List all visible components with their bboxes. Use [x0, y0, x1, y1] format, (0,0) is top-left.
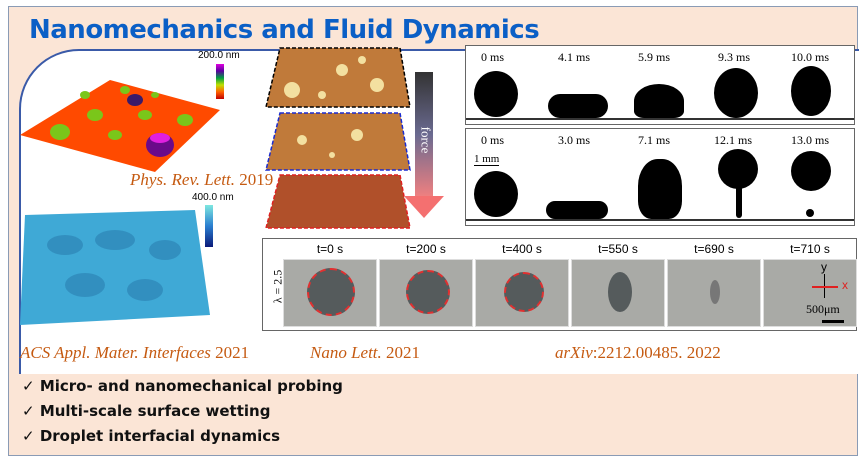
droplet — [638, 159, 682, 219]
scale-label: 500μm — [806, 302, 840, 316]
droplet-neck — [736, 184, 742, 218]
bullet-item: ✓ Multi-scale surface wetting — [22, 402, 271, 420]
droplet — [710, 280, 720, 304]
afm-orange-surface — [20, 80, 220, 172]
colorbar — [216, 64, 224, 99]
time-label: 5.9 ms — [638, 50, 671, 64]
time-label: 10.0 ms — [791, 50, 830, 64]
droplet — [546, 201, 608, 219]
droplet-row-1: 0 ms 4.1 ms 5.9 ms 9.3 ms 10.0 ms — [465, 45, 855, 125]
time-label: 0 ms — [481, 50, 505, 64]
citation-arxiv: arXiv:2212.00485. 2022 — [555, 343, 721, 362]
force-arrow-head — [404, 196, 444, 218]
droplet — [548, 94, 608, 118]
bullet-item: ✓ Droplet interfacial dynamics — [22, 427, 281, 445]
droplet — [634, 84, 684, 118]
time-label: t=690 s — [694, 242, 734, 256]
axis-arrow-x — [812, 286, 838, 288]
force-label: force — [418, 126, 434, 154]
droplet — [791, 66, 831, 116]
time-label: t=0 s — [316, 242, 344, 256]
afm-stacked-plates — [265, 47, 411, 229]
colorbar — [205, 205, 213, 247]
droplet-row-2: 0 ms 3.0 ms 7.1 ms 12.1 ms 13.0 ms 1 mm — [465, 128, 855, 226]
time-label: t=550 s — [598, 242, 638, 256]
time-label: t=710 s — [790, 242, 830, 256]
satellite-droplet — [806, 209, 814, 217]
citation-prl: Phys. Rev. Lett. 2019 — [130, 170, 274, 189]
scale-bar — [822, 320, 844, 323]
time-label: 13.0 ms — [791, 133, 830, 147]
citation-acs: ACS Appl. Mater. Interfaces 2021 — [20, 343, 250, 362]
image-cell: y x 500μm — [763, 259, 857, 327]
time-label: t=200 s — [406, 242, 446, 256]
substrate — [466, 118, 854, 120]
droplet — [406, 270, 450, 314]
colorbar-label: 200.0 nm — [198, 50, 240, 61]
scale-bar: 1 mm — [474, 153, 500, 166]
afm-blue-surface — [20, 210, 210, 325]
droplet — [474, 171, 518, 217]
droplet — [718, 149, 758, 189]
evaporation-panel: λ = 2.5 t=0 s t=200 s t=400 s t=550 s t=… — [262, 238, 857, 331]
axis-y-label: y — [821, 260, 827, 274]
image-cell — [667, 259, 761, 327]
image-cell — [379, 259, 473, 327]
droplet — [608, 272, 632, 312]
image-cell — [475, 259, 569, 327]
time-label: 7.1 ms — [638, 133, 671, 147]
image-cell — [571, 259, 665, 327]
time-label: 0 ms — [481, 133, 505, 147]
colorbar-label: 400.0 nm — [192, 192, 234, 203]
citation-nano-lett: Nano Lett. 2021 — [310, 343, 421, 362]
substrate — [466, 219, 854, 221]
time-label: t=400 s — [502, 242, 542, 256]
time-label: 12.1 ms — [714, 133, 753, 147]
droplet — [474, 71, 518, 117]
time-label: 9.3 ms — [718, 50, 751, 64]
droplet — [307, 268, 355, 316]
time-label: 4.1 ms — [558, 50, 591, 64]
axis-x-label: x — [842, 278, 848, 292]
image-cell — [283, 259, 377, 327]
droplet — [791, 151, 831, 191]
time-label: 3.0 ms — [558, 133, 591, 147]
droplet — [714, 68, 758, 118]
force-arrow-shaft — [415, 72, 433, 197]
slide-title: Nanomechanics and Fluid Dynamics — [29, 15, 540, 45]
bullet-item: ✓ Micro- and nanomechanical probing — [22, 377, 343, 395]
droplet — [504, 272, 544, 312]
